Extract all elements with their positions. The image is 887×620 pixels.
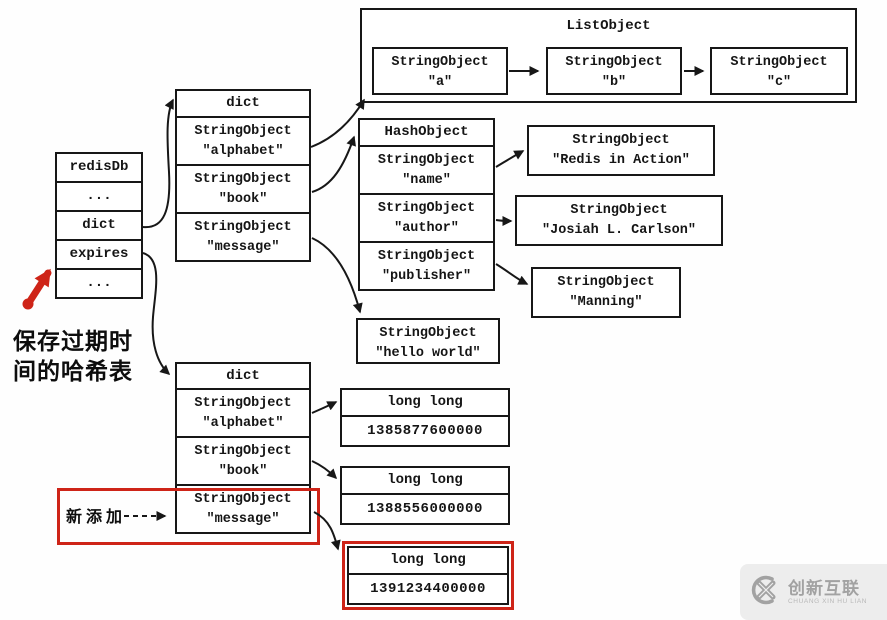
list-object-header: ListObject [566, 18, 651, 34]
entry-type: StringObject [557, 275, 655, 290]
dict-keyspace-header: dict [226, 95, 260, 111]
entry-value: "publisher" [381, 268, 472, 284]
longlong-message-highlighted: long long 1391234400000 [342, 541, 514, 610]
hash-field-author: StringObject "author" [360, 193, 493, 241]
dict-expires: dict StringObject "alphabet" StringObjec… [175, 362, 311, 534]
string-hello-world: StringObject "hello world" [356, 318, 500, 364]
dict-keyspace-entry-book: StringObject "book" [177, 164, 309, 212]
entry-type: StringObject [377, 153, 476, 168]
longlong-alphabet: long long 1385877600000 [340, 388, 510, 447]
entry-value: "message" [206, 239, 280, 255]
longlong-header: long long [390, 552, 466, 568]
dict-expires-entry-alphabet: StringObject "alphabet" [177, 388, 309, 436]
longlong-book: long long 1388556000000 [340, 466, 510, 525]
entry-value: "book" [218, 463, 268, 479]
longlong-header: long long [387, 472, 463, 488]
entry-type: StringObject [391, 55, 489, 70]
longlong-value: 1391234400000 [349, 573, 507, 603]
expires-annotation-line1: 保存过期时 [13, 328, 133, 354]
dict-keyspace-entry-message: StringObject "message" [177, 212, 309, 260]
hash-field-name: StringObject "name" [360, 145, 493, 193]
entry-type: StringObject [730, 55, 828, 70]
redisdb-cell-expires: expires [57, 239, 141, 268]
dict-expires-header: dict [226, 368, 260, 384]
list-item-b: StringObject "b" [546, 47, 682, 95]
watermark-brand: 创新互联 [788, 578, 860, 598]
entry-value: "name" [402, 172, 451, 188]
hash-field-publisher: StringObject "publisher" [360, 241, 493, 289]
arrow-book-to-hash [311, 135, 356, 193]
entry-value: "b" [601, 74, 627, 90]
string-josiah-carlson: StringObject "Josiah L. Carlson" [515, 195, 723, 246]
watermark-text: 创新互联 CHUANG XIN HU LIAN [788, 579, 867, 606]
redisdb-cell-title: redisDb [69, 159, 129, 175]
entry-type: StringObject [565, 55, 663, 70]
redisdb-cell-dict: dict [57, 210, 141, 239]
list-object: ListObject StringObject "a" StringObject… [360, 8, 857, 103]
arrow-publisher-to-value [495, 263, 529, 285]
arrow-dict-to-keyspace [142, 98, 174, 229]
redisdb-struct: redisDb ... dict expires ... [55, 152, 143, 299]
entry-value: "author" [394, 220, 459, 236]
entry-value: "alphabet" [202, 415, 284, 431]
arrow-name-to-value [495, 150, 525, 168]
list-item-a: StringObject "a" [372, 47, 508, 95]
red-arrow-tail-dot [22, 298, 34, 310]
string-redis-in-action: StringObject "Redis in Action" [527, 125, 715, 176]
entry-type: StringObject [194, 492, 292, 507]
new-added-label: 新添加 [66, 509, 127, 526]
watermark: 创新互联 CHUANG XIN HU LIAN [740, 564, 887, 620]
entry-value: "book" [218, 191, 268, 207]
arrow-alphabet-to-time [311, 401, 338, 414]
longlong-value: 1385877600000 [342, 415, 508, 445]
entry-value: "c" [766, 74, 792, 90]
dict-keyspace-entry-alphabet: StringObject "alphabet" [177, 116, 309, 164]
arrow-book-to-time [311, 460, 338, 480]
dict-expires-entry-message: StringObject "message" [177, 484, 309, 532]
entry-type: StringObject [194, 124, 292, 139]
entry-type: StringObject [194, 396, 292, 411]
arrow-message-to-hello [311, 237, 363, 314]
new-entry-highlight [57, 488, 320, 545]
entry-type: StringObject [570, 203, 668, 218]
entry-value: "message" [206, 511, 280, 527]
entry-value: "a" [427, 74, 453, 90]
entry-type: StringObject [194, 220, 292, 235]
red-arrow-to-expires [26, 268, 52, 305]
arrow-author-to-value [495, 215, 513, 226]
string-manning: StringObject "Manning" [531, 267, 681, 318]
entry-value: "Josiah L. Carlson" [542, 222, 696, 238]
arrow-alphabet-to-list [310, 98, 365, 148]
entry-value: "Manning" [569, 294, 643, 310]
longlong-header: long long [387, 394, 463, 410]
entry-value: "hello world" [375, 345, 481, 361]
longlong-value: 1388556000000 [342, 493, 508, 523]
redisdb-cell-ellipsis-top: ... [57, 181, 141, 210]
dict-expires-entry-book: StringObject "book" [177, 436, 309, 484]
redisdb-cell-ellipsis-bottom: ... [57, 268, 141, 297]
watermark-subtext: CHUANG XIN HU LIAN [788, 597, 868, 605]
hash-object-header: HashObject [384, 124, 469, 140]
expires-annotation: 保存过期时 间的哈希表 [13, 326, 163, 386]
list-item-c: StringObject "c" [710, 47, 848, 95]
hash-object: HashObject StringObject "name" StringObj… [358, 118, 495, 291]
entry-value: "alphabet" [202, 143, 284, 159]
entry-type: StringObject [194, 172, 292, 187]
entry-type: StringObject [377, 249, 476, 264]
entry-type: StringObject [377, 201, 476, 216]
dict-keyspace: dict StringObject "alphabet" StringObjec… [175, 89, 311, 262]
expires-annotation-line2: 间的哈希表 [13, 358, 133, 384]
entry-type: StringObject [194, 444, 292, 459]
entry-type: StringObject [572, 133, 670, 148]
entry-value: "Redis in Action" [552, 152, 690, 168]
cx-logo-icon [750, 574, 782, 611]
entry-type: StringObject [379, 326, 477, 341]
